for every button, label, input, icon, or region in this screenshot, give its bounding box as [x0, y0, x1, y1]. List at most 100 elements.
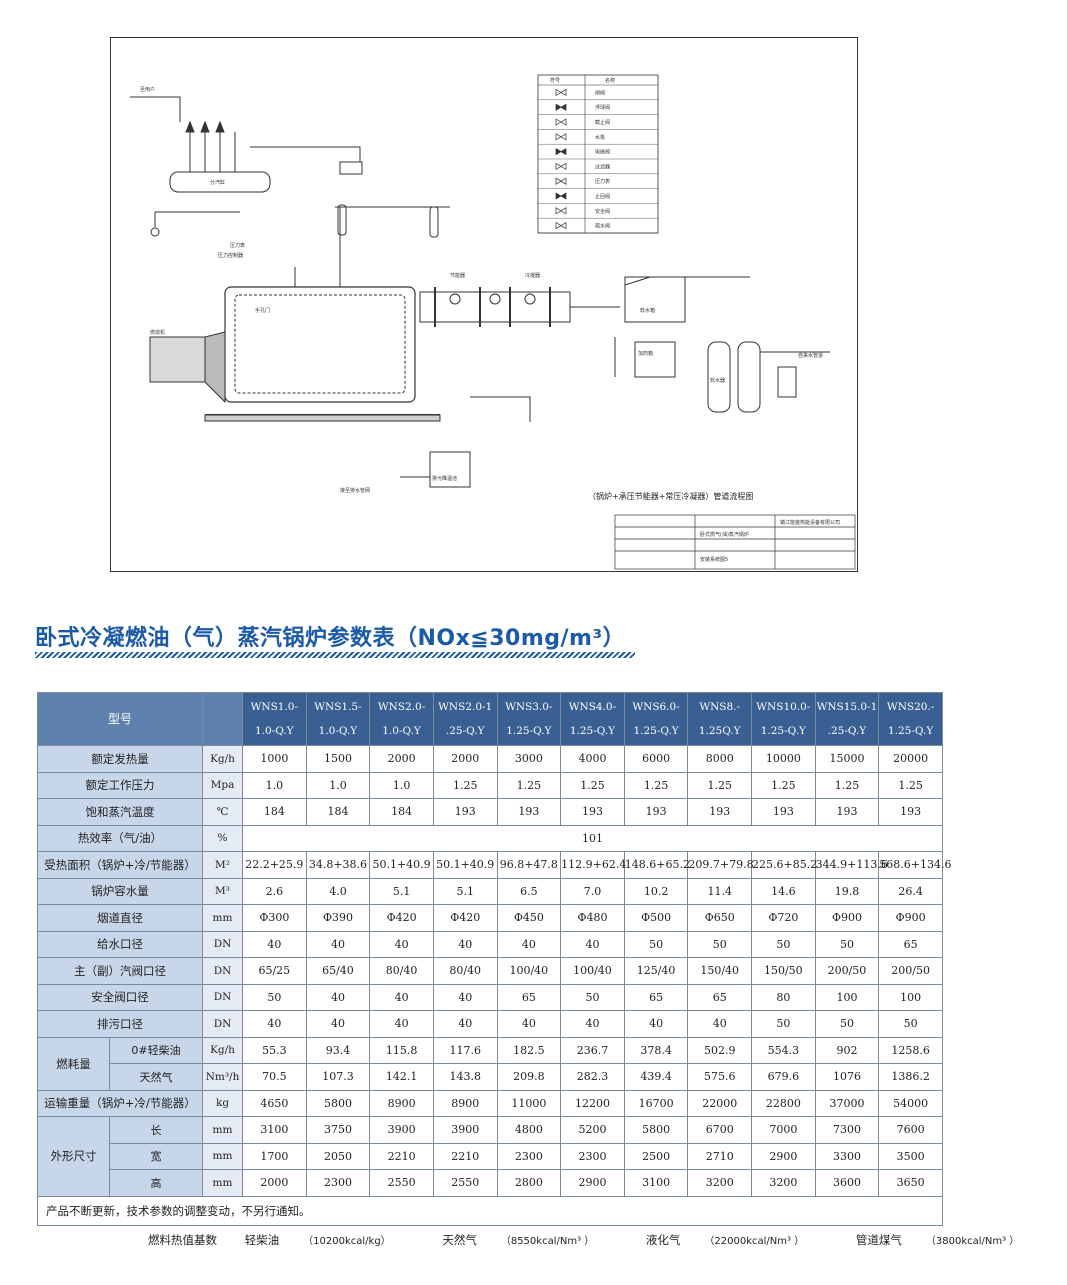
value-cell: 5200 [560, 1116, 625, 1144]
value-cell: 40 [369, 1010, 434, 1038]
title-underline-stripe [35, 652, 635, 658]
value-cell: 65 [878, 930, 943, 958]
value-cell: 575.6 [687, 1063, 753, 1091]
value-cell: 4650 [242, 1089, 307, 1117]
value-cell: Φ390 [305, 904, 371, 932]
value-cell: 150/40 [687, 957, 753, 985]
model-header-cell: WNS1.0-1.0-Q.Y [242, 692, 307, 746]
value-cell: 1700 [242, 1142, 307, 1170]
fuel-value: （10200kcal/kg） [303, 1236, 391, 1247]
legend-item-label: 浮球阀 [595, 104, 610, 111]
value-cell: 2900 [751, 1142, 816, 1170]
fuel-basis-item: 液化气（22000kcal/Nm³ ） [646, 1233, 828, 1247]
value-cell: 225.6+85.2 [751, 851, 817, 879]
value-cell: 143.8 [432, 1063, 498, 1091]
value-cell: 96.8+47.8 [496, 851, 562, 879]
model-header-cell: WNS8.-1.25Q.Y [687, 692, 753, 746]
value-cell: 100/40 [560, 957, 625, 985]
value-cell: 50 [242, 983, 307, 1011]
model-code-line2: 1.0-Q.Y [318, 725, 358, 737]
diagram-caption: （锅炉+承压节能器+常压冷凝器）管道流程图 [588, 491, 753, 501]
value-cell: 378.4 [623, 1036, 689, 1064]
value-cell: 112.9+62.4 [560, 851, 626, 879]
fuel-basis-item: 管道煤气（3800kcal/Nm³ ） [856, 1233, 1043, 1247]
legend-item-label: 水泵 [595, 134, 605, 141]
parameter-name: 主（副）汽阀口径 [36, 957, 204, 985]
unit-cell: % [202, 824, 244, 852]
label-sewer: 接至排水管网 [340, 487, 370, 494]
value-cell: 7300 [814, 1116, 880, 1144]
model-code-line1: WNS1.5- [314, 701, 362, 713]
value-cell: 2500 [623, 1142, 689, 1170]
legend-symbol-icon [555, 221, 567, 230]
unit-cell: Mpa [202, 771, 244, 799]
value-cell: Φ900 [814, 904, 880, 932]
value-cell: 107.3 [305, 1063, 371, 1091]
model-code-line2: 1.25-Q.Y [569, 725, 616, 737]
value-cell: 15000 [814, 745, 880, 773]
value-cell: 10000 [751, 745, 816, 773]
model-code-line2: 1.25-Q.Y [760, 725, 806, 737]
value-cell: 1.25 [687, 771, 753, 799]
value-cell: 4000 [560, 745, 625, 773]
value-cell: 50.1+40.9 [432, 851, 498, 879]
legend-header-symbol: 符号 [550, 77, 560, 84]
value-cell: 554.3 [751, 1036, 816, 1064]
fuel-value: （22000kcal/Nm³ ） [704, 1236, 805, 1247]
value-cell: 50 [623, 930, 689, 958]
fuel-value: （3800kcal/Nm³ ） [925, 1236, 1020, 1247]
model-header-cell: WNS2.0-1.0-Q.Y [369, 692, 434, 746]
value-cell: 65 [623, 983, 689, 1011]
value-cell: 8000 [687, 745, 753, 773]
unit-cell: Kg/h [202, 745, 244, 773]
value-cell: 3750 [305, 1116, 371, 1144]
value-cell: 2050 [305, 1142, 371, 1170]
value-cell: 1076 [814, 1063, 880, 1091]
sub-parameter-name: 长 [108, 1116, 204, 1144]
value-cell: 12200 [560, 1089, 625, 1117]
value-cell: 40 [369, 983, 434, 1011]
value-cell: 182.5 [496, 1036, 562, 1064]
value-cell: 7600 [878, 1116, 943, 1144]
unit-cell: M³ [202, 877, 244, 905]
value-cell: 4800 [496, 1116, 562, 1144]
value-cell: 344.9+113.6 [814, 851, 888, 879]
value-cell: 5800 [623, 1116, 689, 1144]
value-cell: 2300 [496, 1142, 562, 1170]
value-cell: 282.3 [560, 1063, 625, 1091]
parameter-name: 额定发热量 [36, 745, 204, 773]
value-cell: 193 [623, 798, 689, 826]
unit-cell: mm [202, 1142, 244, 1170]
model-code-line2: .25-Q.Y [445, 725, 485, 737]
value-cell: 11000 [496, 1089, 562, 1117]
value-cell: 2210 [369, 1142, 434, 1170]
fuel-basis-item: 轻柴油（10200kcal/kg） [245, 1233, 415, 1247]
value-cell: 2710 [687, 1142, 753, 1170]
group-name: 外形尺寸 [37, 1116, 110, 1197]
value-cell: 1.25 [560, 771, 625, 799]
value-cell: 40 [242, 930, 307, 958]
value-cell: 55.3 [242, 1036, 307, 1064]
model-header-cell: WNS20.-1.25-Q.Y [878, 692, 943, 746]
value-cell: 65 [687, 983, 753, 1011]
legend-symbol-icon [555, 162, 567, 171]
model-code-line1: WNS15.0-1 [816, 701, 878, 713]
value-cell: 439.4 [623, 1063, 689, 1091]
label-soft-water-tank: 软水箱 [640, 307, 655, 314]
value-cell: 1.25 [814, 771, 880, 799]
value-cell: 3900 [369, 1116, 434, 1144]
value-cell: 193 [687, 798, 753, 826]
model-code-line2: 1.0-Q.Y [382, 725, 421, 737]
piping-flow-diagram: 至用户 分汽缸 压力控制器 燃烧机 手孔门 压力表 节能器 冷凝器 [110, 37, 858, 572]
value-cell: 3650 [878, 1169, 943, 1197]
value-cell: 80/40 [432, 957, 498, 985]
model-header-cell: WNS1.5- 1.0-Q.Y [305, 692, 371, 746]
value-cell: 125/40 [623, 957, 689, 985]
parameter-name: 运输重量（锅炉+冷/节能器） [36, 1089, 204, 1117]
label-burner: 燃烧机 [150, 329, 165, 336]
